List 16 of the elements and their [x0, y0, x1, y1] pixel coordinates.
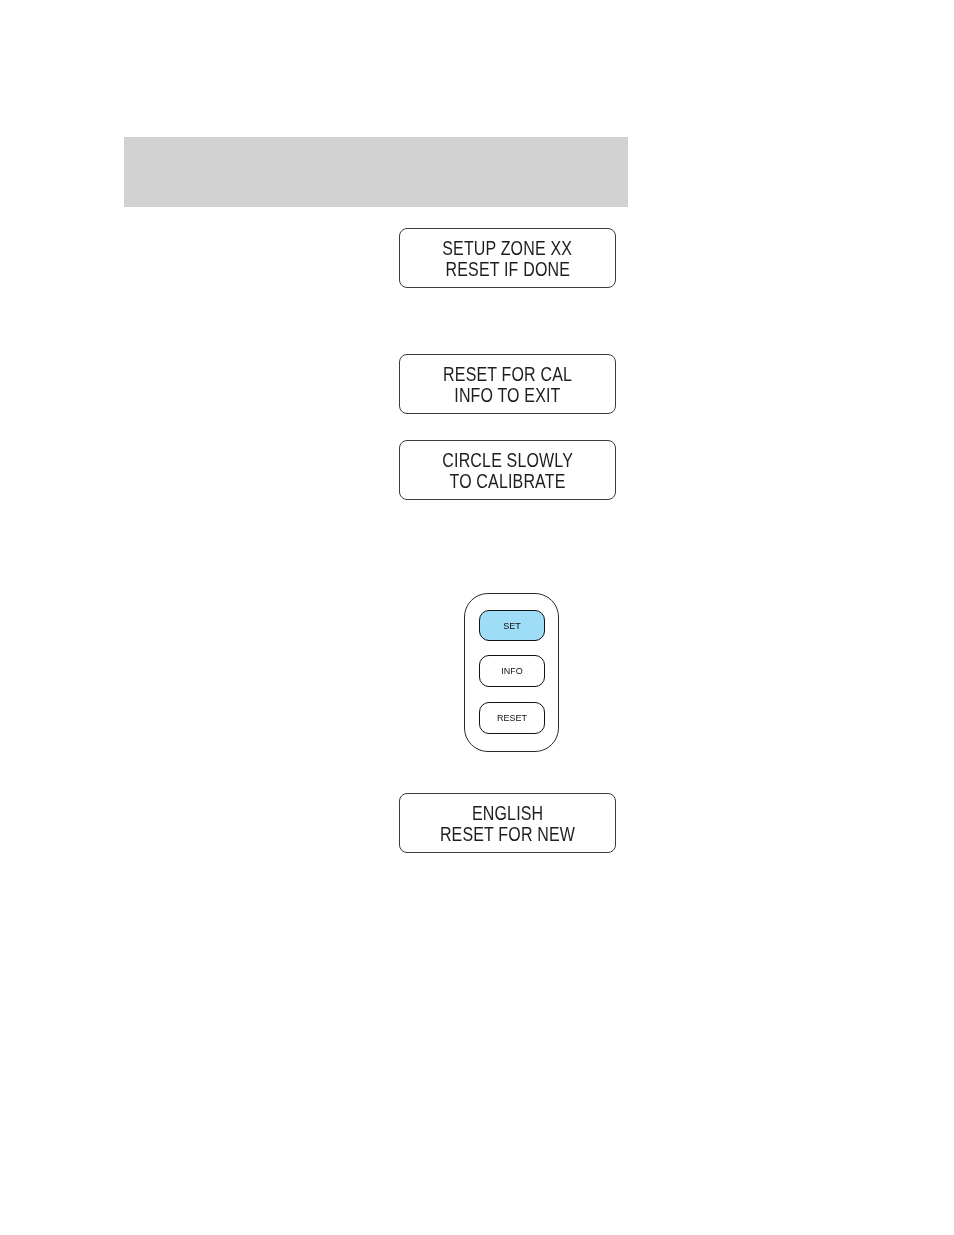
keypad-button: INFO	[479, 655, 545, 687]
lcd-display	[399, 228, 616, 288]
display-text: RESET FOR CAL	[443, 363, 572, 384]
display-text: SETUP ZONE XX	[442, 237, 573, 258]
display-text: ENGLISH	[471, 802, 544, 823]
display-text: RESET IF DONE	[445, 258, 570, 279]
display-text: CIRCLE SLOWLY	[442, 449, 573, 470]
lcd-display	[399, 793, 616, 853]
display-text: TO CALIBRATE	[449, 470, 566, 491]
display-text: RESET FOR NEW	[439, 823, 576, 844]
button-panel	[464, 593, 559, 752]
lcd-display	[399, 354, 616, 414]
keypad-button: RESET	[479, 702, 545, 734]
display-text: INFO TO EXIT	[454, 384, 561, 405]
keypad-button: SET	[479, 610, 545, 641]
lcd-display	[399, 440, 616, 500]
